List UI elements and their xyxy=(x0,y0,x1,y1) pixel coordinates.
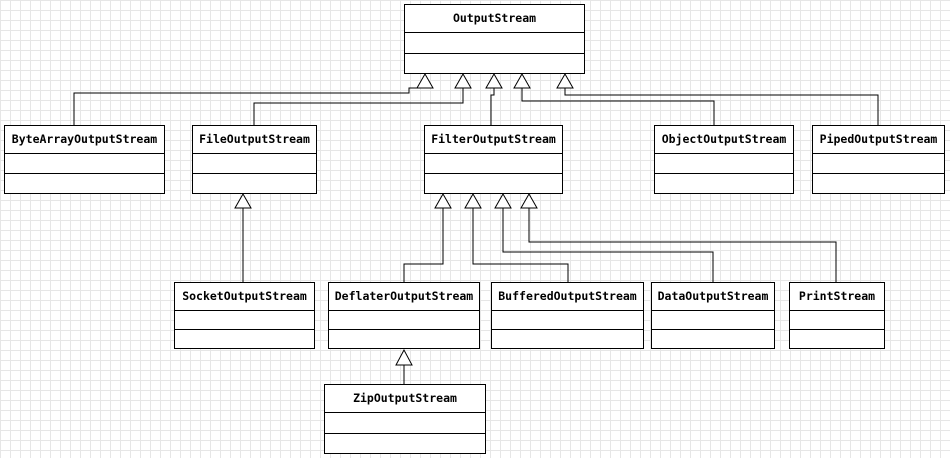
class-dataoutputstream[interactable]: DataOutputStream xyxy=(651,282,775,349)
edge-bytearray-to-outputstream xyxy=(73,87,425,125)
class-filteroutputstream[interactable]: FilterOutputStream xyxy=(424,125,563,194)
inheritance-arrowhead-icon xyxy=(513,72,531,89)
class-attributes xyxy=(5,154,164,174)
class-name: FileOutputStream xyxy=(193,126,316,154)
class-methods xyxy=(492,330,643,348)
edge-data-to-filter xyxy=(502,208,714,282)
inheritance-arrowhead-icon xyxy=(485,72,503,89)
class-objectoutputstream[interactable]: ObjectOutputStream xyxy=(654,125,794,194)
edge-buffered-to-filter xyxy=(472,208,569,282)
class-methods xyxy=(325,434,485,454)
class-name: FilterOutputStream xyxy=(425,126,562,154)
class-attributes xyxy=(492,311,643,330)
class-attributes xyxy=(425,154,562,174)
class-name: BufferedOutputStream xyxy=(492,283,643,311)
class-name: PipedOutputStream xyxy=(813,126,944,154)
class-name: ObjectOutputStream xyxy=(655,126,793,154)
class-attributes xyxy=(325,413,485,434)
class-name: OutputStream xyxy=(405,5,584,33)
class-deflateroutputstream[interactable]: DeflaterOutputStream xyxy=(328,282,480,349)
class-outputstream[interactable]: OutputStream xyxy=(404,4,585,74)
class-attributes xyxy=(405,33,584,54)
inheritance-arrowhead-icon xyxy=(395,348,413,366)
class-pipedoutputstream[interactable]: PipedOutputStream xyxy=(812,125,945,194)
class-attributes xyxy=(655,154,793,174)
edge-print-to-filter xyxy=(528,208,837,282)
class-methods xyxy=(425,174,562,193)
inheritance-arrowhead-icon xyxy=(454,72,472,89)
inheritance-arrowhead-icon xyxy=(464,192,482,209)
inheritance-arrowhead-icon xyxy=(494,192,512,209)
inheritance-arrowhead-icon xyxy=(416,72,434,89)
edge-file-to-outputstream xyxy=(253,88,464,125)
class-attributes xyxy=(790,311,884,330)
class-methods xyxy=(652,330,774,348)
class-name: SocketOutputStream xyxy=(175,283,314,311)
class-methods xyxy=(175,330,314,348)
class-methods xyxy=(790,330,884,348)
edge-piped-to-outputstream xyxy=(564,88,879,125)
class-printstream[interactable]: PrintStream xyxy=(789,282,885,349)
class-zipoutputstream[interactable]: ZipOutputStream xyxy=(324,384,486,454)
class-bufferedoutputstream[interactable]: BufferedOutputStream xyxy=(491,282,644,349)
class-methods xyxy=(813,174,944,193)
class-attributes xyxy=(652,311,774,330)
class-attributes xyxy=(813,154,944,174)
class-name: PrintStream xyxy=(790,283,884,311)
inheritance-arrowhead-icon xyxy=(556,72,574,89)
class-fileoutputstream[interactable]: FileOutputStream xyxy=(192,125,317,194)
class-methods xyxy=(405,54,584,74)
class-methods xyxy=(193,174,316,193)
class-name: ByteArrayOutputStream xyxy=(5,126,164,154)
edge-object-to-outputstream xyxy=(521,88,715,125)
class-methods xyxy=(5,174,164,193)
class-attributes xyxy=(329,311,479,330)
inheritance-arrowhead-icon xyxy=(434,192,452,209)
class-attributes xyxy=(175,311,314,330)
edge-deflater-to-filter xyxy=(403,208,444,282)
edge-filter-to-outputstream xyxy=(490,88,495,125)
class-name: DataOutputStream xyxy=(652,283,774,311)
class-name: ZipOutputStream xyxy=(325,385,485,413)
class-attributes xyxy=(193,154,316,174)
class-methods xyxy=(655,174,793,193)
class-methods xyxy=(329,330,479,348)
inheritance-arrowhead-icon xyxy=(520,192,538,209)
class-bytearrayoutputstream[interactable]: ByteArrayOutputStream xyxy=(4,125,165,194)
inheritance-arrowhead-icon xyxy=(234,192,252,209)
class-name: DeflaterOutputStream xyxy=(329,283,479,311)
class-socketoutputstream[interactable]: SocketOutputStream xyxy=(174,282,315,349)
